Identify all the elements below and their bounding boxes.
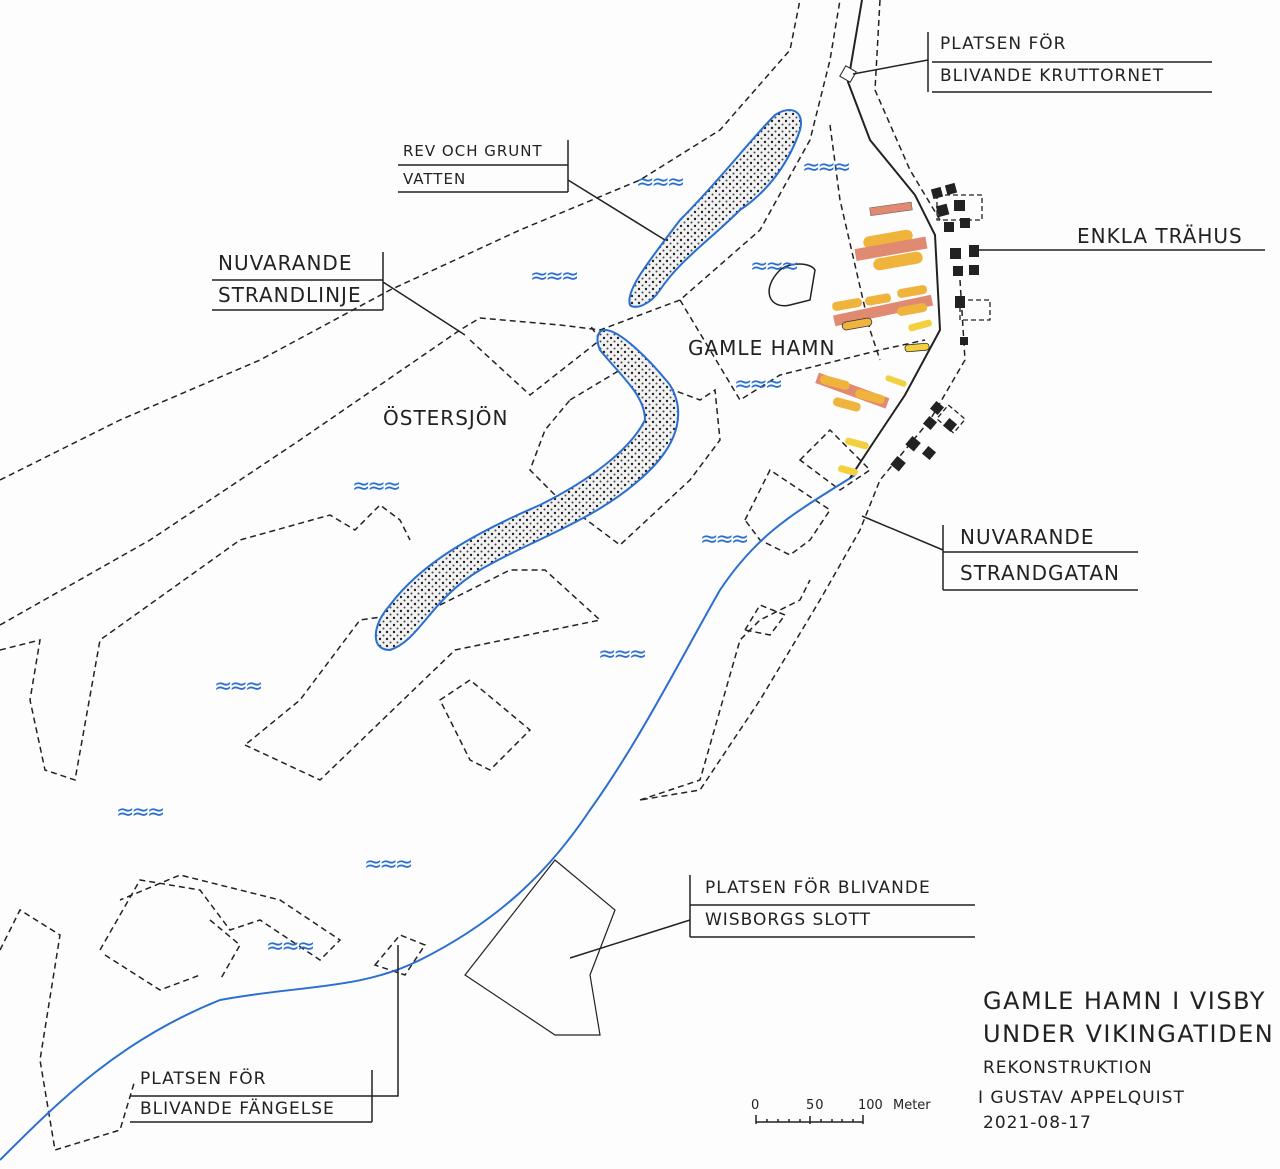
scale-100: 100 [858,1098,883,1113]
reef-south [374,328,680,652]
label-leaders [130,32,1265,1124]
water-icon: ≈≈≈ [734,372,783,397]
scale-unit: Meter [893,1098,931,1113]
map-title-line1: GAMLE HAMN I VISBY [983,987,1266,1015]
water-icon: ≈≈≈ [364,852,413,877]
label-kruttornet-1: PLATSEN FÖR [940,34,1067,54]
label-strandlinje-1: NUVARANDE [218,251,353,275]
scale-50: 50 [806,1098,825,1113]
map-subtitle: REKONSTRUKTION [983,1058,1153,1078]
label-ostersjon: ÖSTERSJÖN [383,406,509,430]
water-icon: ≈≈≈ [700,527,749,552]
water-icon: ≈≈≈ [750,254,799,279]
label-fangelse-1: PLATSEN FÖR [140,1069,267,1089]
scale-0: 0 [751,1098,761,1113]
label-strandgatan-1: NUVARANDE [960,525,1095,549]
wisborgs-slott-outline [464,859,616,1036]
label-strandgatan-2: STRANDGATAN [960,561,1120,585]
label-rev-2: VATTEN [403,170,467,188]
water-icon: ≈≈≈ [352,474,401,499]
strandgatan-road [846,0,942,479]
label-enkla-trahus: ENKLA TRÄHUS [1077,224,1243,248]
reef-north [628,109,802,308]
label-gamle-hamn: GAMLE HAMN [688,336,836,360]
kruttornet-marker [839,65,857,83]
water-icon: ≈≈≈ [116,800,165,825]
label-slott-2: WISBORGS SLOTT [705,910,872,930]
map-title-line2: UNDER VIKINGATIDEN [983,1020,1275,1048]
water-icon: ≈≈≈ [266,934,315,959]
dashed-outlines [0,0,966,1151]
label-kruttornet-2: BLIVANDE KRUTTORNET [940,66,1165,86]
black-houses [890,182,979,472]
water-icon: ≈≈≈ [598,642,647,667]
label-slott-1: PLATSEN FÖR BLIVANDE [705,878,931,898]
water-icon: ≈≈≈ [530,264,579,289]
map-date: 2021-08-17 [983,1113,1092,1133]
water-icon: ≈≈≈ [802,155,851,180]
label-fangelse-2: BLIVANDE FÄNGELSE [140,1099,335,1119]
wooden-houses [815,201,934,476]
water-icon: ≈≈≈ [636,170,685,195]
coastline [0,474,856,1161]
label-strandlinje-2: STRANDLINJE [218,283,362,307]
label-rev-1: REV OCH GRUNT [403,142,543,160]
map-author: I GUSTAV APPELQUIST [978,1088,1185,1108]
water-icon: ≈≈≈ [214,674,263,699]
